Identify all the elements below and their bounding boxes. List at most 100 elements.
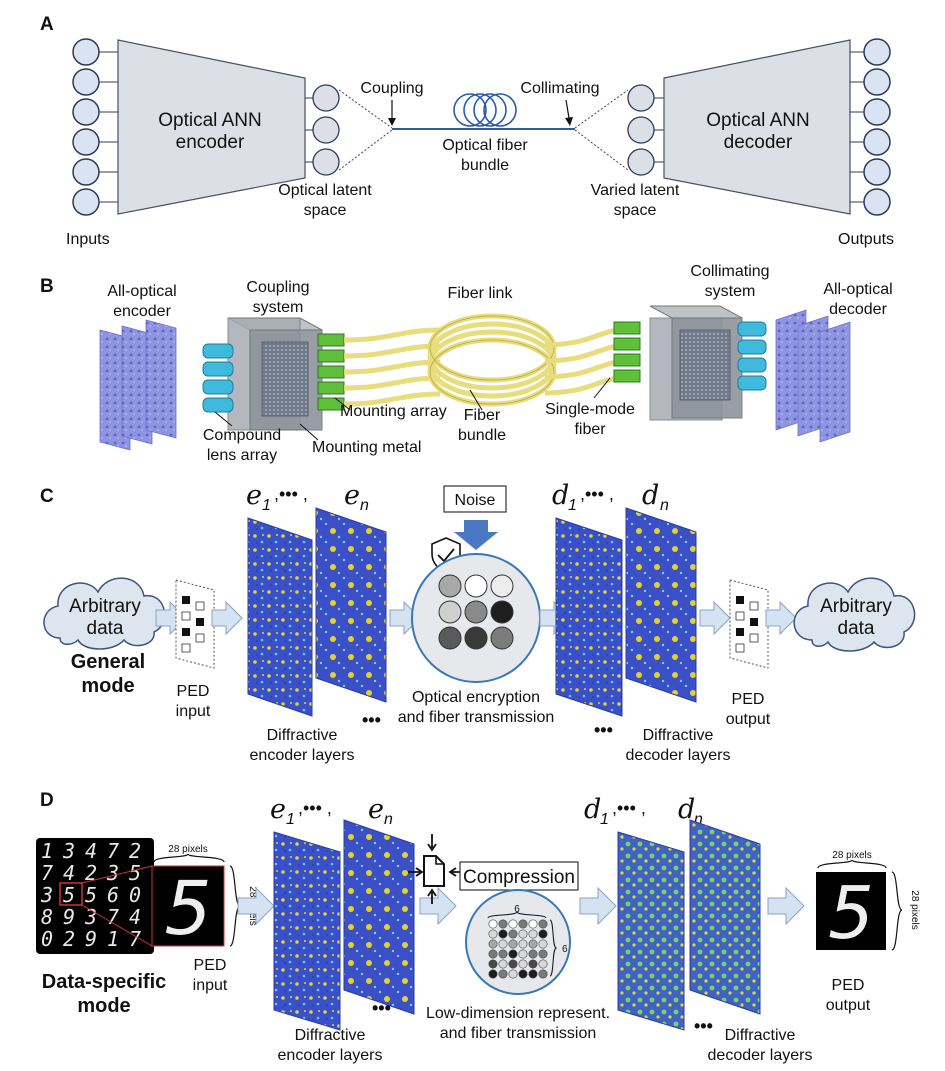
decoder-label-1: Optical ANN xyxy=(706,110,809,131)
mnist-digit: 3 xyxy=(106,861,119,885)
ped-input-label-2: input xyxy=(176,703,211,720)
grid-cell xyxy=(490,574,514,598)
latent-cell xyxy=(538,929,548,939)
output-node xyxy=(863,128,891,156)
arbitrary-in-2: data xyxy=(87,618,124,639)
out-pixels-top-label: 28 pixels xyxy=(832,850,871,861)
d-enc-math-e2: e xyxy=(368,794,384,825)
noise-label: Noise xyxy=(455,492,496,509)
mnist-digit: 7 xyxy=(107,905,119,929)
single-label-1: Single-mode xyxy=(545,401,635,418)
latent-node xyxy=(312,84,340,112)
d-dec-math-d2: d xyxy=(678,794,695,825)
d-dec-layers-1: Diffractive xyxy=(725,1027,796,1044)
latent-node xyxy=(627,84,655,112)
latent-cell xyxy=(498,939,508,949)
b-bundle-label-2: bundle xyxy=(458,427,506,444)
fiber-bundle-icon xyxy=(427,313,557,407)
latent-cell xyxy=(488,969,498,979)
d-dec-dots: ,••• , xyxy=(612,798,646,818)
arrow-icon xyxy=(767,886,805,926)
array-label: Mounting array xyxy=(340,403,447,420)
outputs-label: Outputs xyxy=(838,231,894,248)
latent-cell xyxy=(508,959,518,969)
panel-label-a: A xyxy=(40,14,54,35)
ped-output-digit xyxy=(816,872,886,950)
latent-cell xyxy=(508,939,518,949)
d-enc-sub-1: 1 xyxy=(286,811,295,828)
fiber-strands-right xyxy=(544,327,623,396)
latent-cell xyxy=(508,969,518,979)
mounting-array-right-icon xyxy=(613,321,641,383)
latent-cell xyxy=(498,919,508,929)
inputs-label: Inputs xyxy=(66,231,110,248)
ped-input-digit xyxy=(151,865,225,947)
b-encoder-label-1: All-optical xyxy=(107,283,176,300)
arrow-icon xyxy=(211,600,243,636)
d-dec-sub-n: n xyxy=(694,811,703,828)
ped-input-mask xyxy=(175,579,215,669)
mnist-digit: 7 xyxy=(41,861,53,885)
latent-node xyxy=(627,116,655,144)
latent-cell xyxy=(518,919,528,929)
enc-sub-1: 1 xyxy=(262,497,271,514)
lens-label-1: Compound xyxy=(203,427,281,444)
latent-cell xyxy=(538,919,548,929)
grid-cell xyxy=(490,626,514,650)
six-side-label: 6 xyxy=(562,944,568,955)
pixels-top-label: 28 pixels xyxy=(168,844,207,855)
d-dec-layers-2: decoder layers xyxy=(708,1047,813,1064)
latent-cell xyxy=(528,949,538,959)
dec-layers-label-1: Diffractive xyxy=(643,727,714,744)
decoder-trapezoid xyxy=(663,39,851,215)
latent-nodes-right xyxy=(574,84,664,176)
cloud-icon-right xyxy=(793,577,916,652)
dec-more-dots: ••• xyxy=(594,720,613,740)
fiber-coil-icon xyxy=(453,93,517,127)
b-bundle-label-1: Fiber xyxy=(464,407,501,424)
compression-icon xyxy=(408,834,464,904)
latent-cell xyxy=(508,929,518,939)
mnist-digit: 5 xyxy=(85,883,97,907)
mnist-digit: 0 xyxy=(41,927,53,951)
highlight-box xyxy=(59,882,83,906)
input-node xyxy=(72,38,100,66)
latent-cell xyxy=(528,929,538,939)
latent-cell xyxy=(518,939,528,949)
mnist-digit: 7 xyxy=(107,839,119,863)
encoder-label-1: Optical ANN xyxy=(158,110,261,131)
mnist-digit: 3 xyxy=(62,839,75,863)
encoder-layer-c1 xyxy=(247,517,313,717)
encoder-layer-d1 xyxy=(273,831,341,1031)
encoder-label-2: encoder xyxy=(176,132,245,153)
ped-input-digit-glyph: 5 xyxy=(164,866,211,952)
ped-input-label-1: PED xyxy=(177,683,210,700)
latent-cell xyxy=(528,919,538,929)
enc-more-dots: ••• xyxy=(362,710,381,730)
decoder-layer-d2 xyxy=(689,819,761,1015)
enc-math-e2: e xyxy=(344,480,360,511)
d-dec-math-d: d xyxy=(584,794,601,825)
mnist-digit: 5 xyxy=(129,861,141,885)
arrow-icon xyxy=(237,886,275,926)
encoder-plates xyxy=(99,319,177,451)
latent-nodes-left xyxy=(305,84,393,176)
latent-cell xyxy=(538,949,548,959)
latent-cell xyxy=(538,939,548,949)
output-node xyxy=(863,158,891,186)
d-enc-more-dots: ••• xyxy=(372,998,391,1018)
panel-c: C Arbitrary data General mode PED input … xyxy=(40,480,916,764)
enc-layers-label-1: Diffractive xyxy=(267,727,338,744)
output-node xyxy=(863,68,891,96)
cloud-icon-left xyxy=(43,577,166,650)
output-node xyxy=(863,38,891,66)
grid-cell xyxy=(464,574,488,598)
compression-label: Compression xyxy=(463,867,575,888)
d-ped-input-2: input xyxy=(193,977,228,994)
mnist-digit: 5 xyxy=(63,883,75,907)
out-pixels-side-label: 28 pixels xyxy=(909,890,920,929)
mnist-digit: 4 xyxy=(129,905,141,929)
latent-cell xyxy=(538,959,548,969)
latent-cell xyxy=(498,949,508,959)
